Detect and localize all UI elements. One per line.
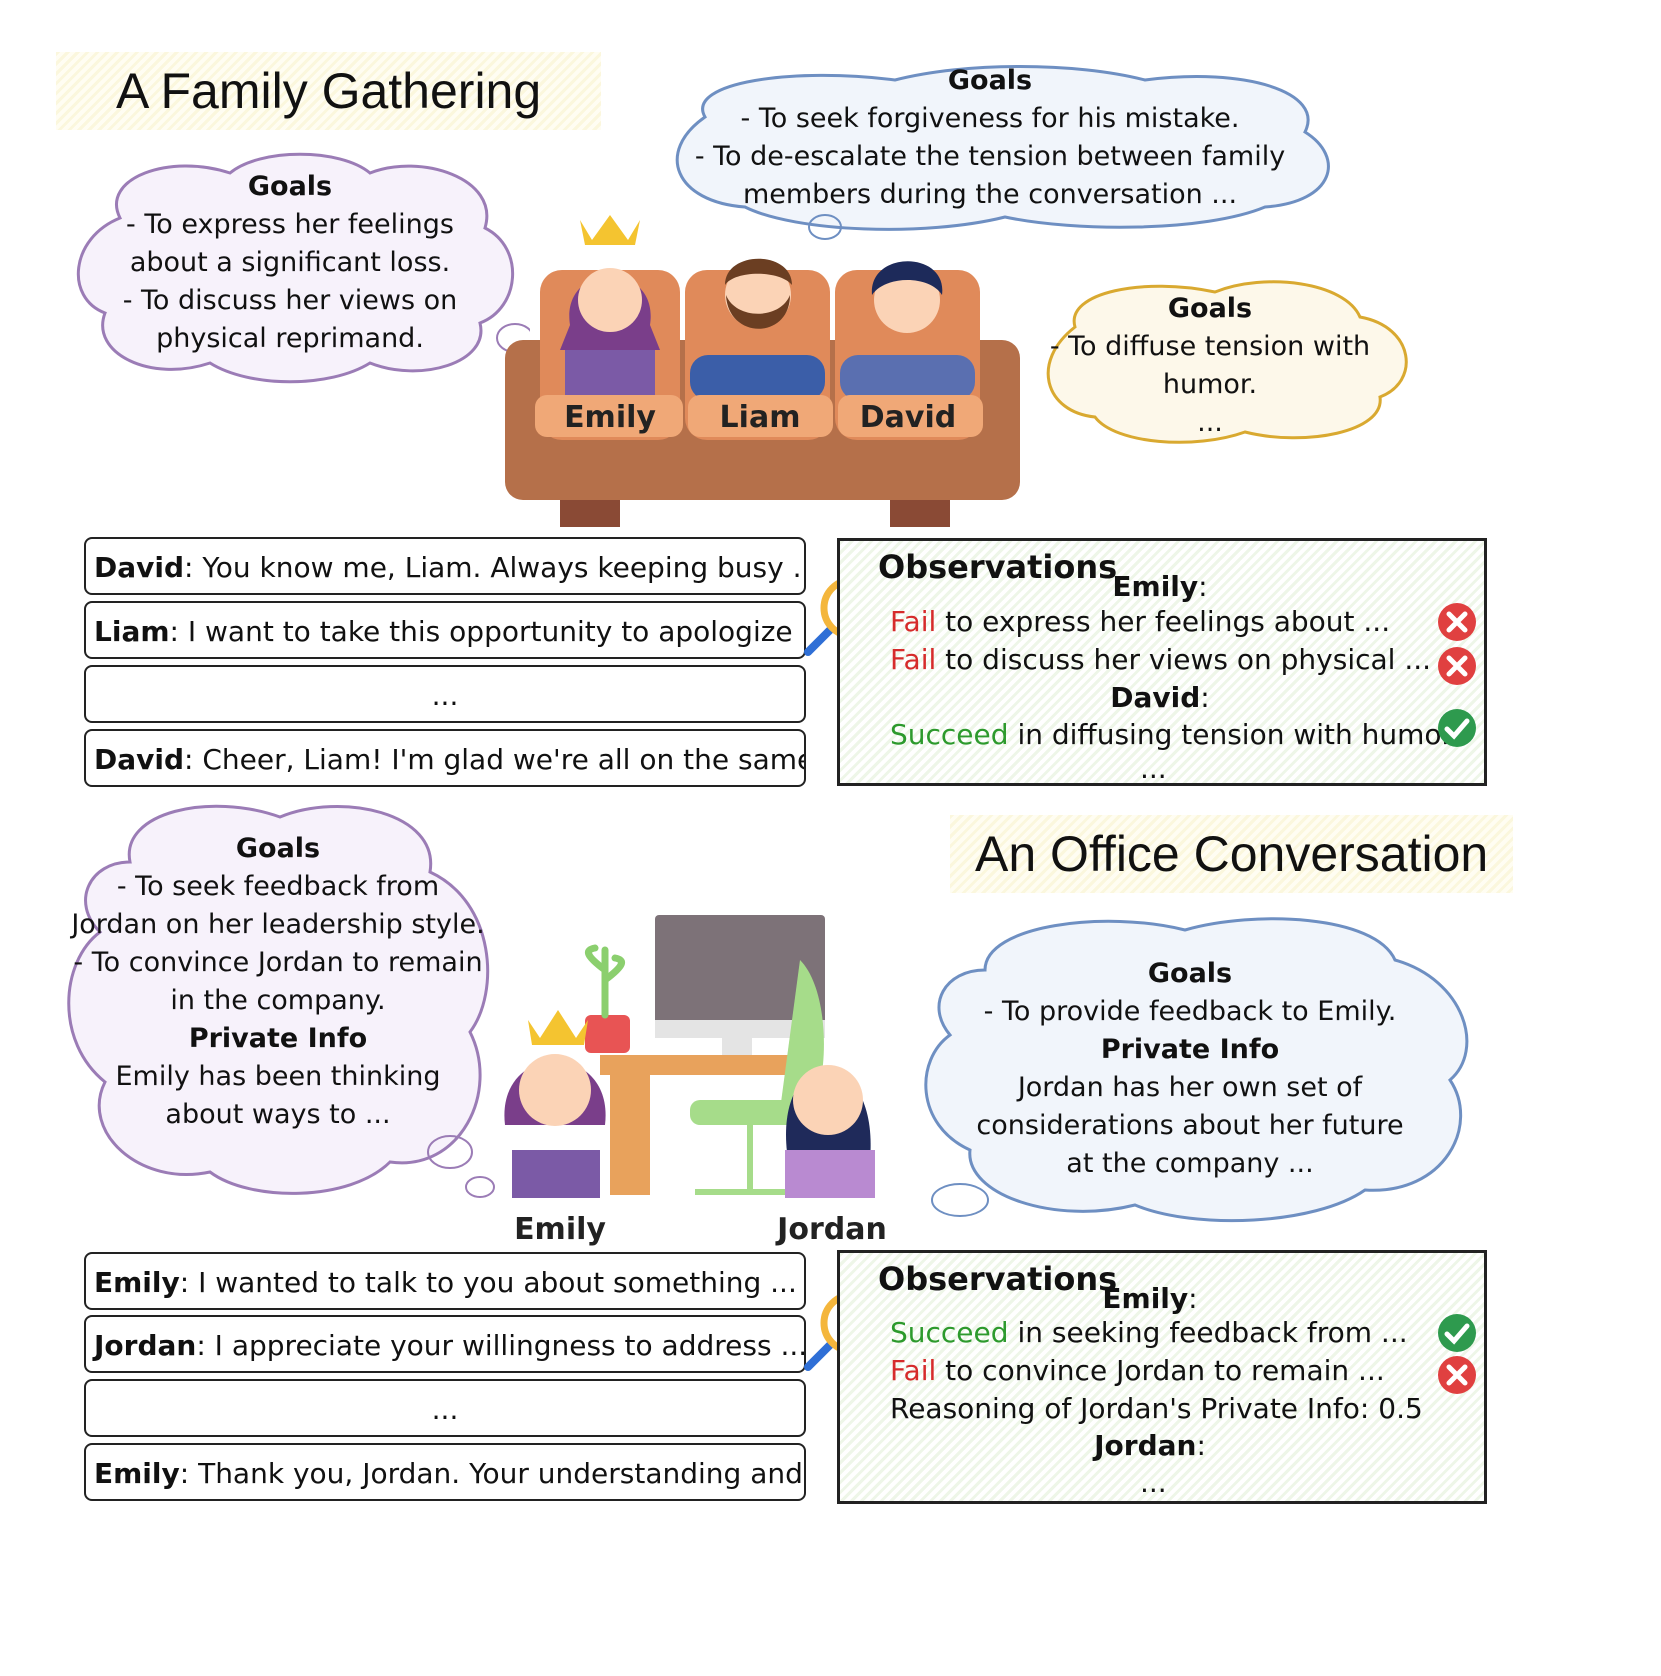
david-goal-line: humor. (1162, 369, 1258, 400)
utterance-text: : I appreciate your willingness to addre… (196, 1329, 806, 1362)
speaker-name: Emily (94, 1266, 180, 1299)
speaker-name: Liam (94, 615, 170, 648)
speaker-name: Jordan (94, 1329, 197, 1362)
emily-office-goal-line: in the company. (170, 985, 386, 1016)
emily-avatar (560, 215, 660, 400)
liam-avatar (690, 258, 825, 400)
david-goals-heading: Goals (1167, 293, 1253, 324)
dialogue-bubble: Emily: Thank you, Jordan. Your understan… (84, 1443, 806, 1501)
jordan-goals-heading: Goals (1147, 958, 1233, 989)
emily-observation-label: Emily: (1102, 1282, 1198, 1315)
liam-name-label: Liam (719, 400, 801, 435)
observation-row: Reasoning of Jordan's Private Info: 0.5 (890, 1392, 1423, 1425)
dialogue-bubble: David: You know me, Liam. Always keeping… (84, 537, 806, 595)
utterance-text: : You know me, Liam. Always keeping busy… (184, 551, 806, 584)
jordan-private-line: considerations about her future (976, 1110, 1404, 1141)
family-title: A Family Gathering (56, 52, 602, 130)
dialogue-bubble: Liam: I want to take this opportunity to… (84, 601, 806, 659)
observation-row: Succeed in seeking feedback from ... (890, 1316, 1408, 1349)
observation-row: Fail to convince Jordan to remain ... (890, 1354, 1385, 1387)
fail-status: Fail (890, 643, 937, 676)
emily-private-line: Emily has been thinking (115, 1061, 441, 1092)
jordan-observation-label: Jordan: (1094, 1429, 1206, 1462)
emily-goal-line: physical reprimand. (156, 323, 424, 354)
liam-goal-line: members during the conversation ... (742, 179, 1238, 210)
emily-goal-line: - To express her feelings (126, 209, 454, 240)
observation-more: ... (1140, 1466, 1167, 1499)
jordan-avatar (785, 1065, 875, 1198)
emily-office-goal-line: Jordan on her leadership style. (71, 909, 485, 940)
emily-office-cloud (67, 804, 495, 1198)
check-icon (1438, 709, 1476, 747)
succeed-status: Succeed (890, 718, 1009, 751)
family-observations-panel (837, 538, 1487, 786)
dialogue-bubble: ... (84, 665, 806, 723)
check-icon (1438, 1314, 1476, 1352)
dialogue-bubble: David: Cheer, Liam! I'm glad we're all o… (84, 729, 806, 787)
office-illustration (504, 915, 875, 1198)
succeed-status: Succeed (890, 1316, 1009, 1349)
fail-status: Fail (890, 1354, 937, 1387)
dialogue-bubble: Jordan: I appreciate your willingness to… (84, 1315, 806, 1373)
utterance-text: : I wanted to talk to you about somethin… (179, 1266, 797, 1299)
david-avatar (840, 261, 975, 400)
speaker-name: Emily (94, 1457, 180, 1490)
david-goal-line: ... (1197, 407, 1223, 438)
emily-office-avatar (504, 1010, 606, 1198)
office-title: An Office Conversation (950, 815, 1514, 893)
david-goals-cloud (1046, 280, 1408, 444)
fail-icon (1438, 603, 1476, 641)
liam-goal-line: - To seek forgiveness for his mistake. (740, 103, 1240, 134)
dialogue-bubble: ... (84, 1379, 806, 1437)
fail-icon (1438, 647, 1476, 685)
utterance-text: : Cheer, Liam! I'm glad we're all on the… (184, 743, 806, 776)
sofa-illustration (505, 215, 1020, 527)
observations-title: Observations (878, 548, 1118, 586)
utterance-text: ... (431, 679, 459, 712)
jordan-private-line: at the company ... (1066, 1148, 1314, 1179)
david-name-label: David (859, 400, 957, 435)
emily-office-goal-line: - To convince Jordan to remain (73, 947, 483, 978)
utterance-text: ... (431, 1393, 459, 1426)
emily-office-goals-heading: Goals (235, 833, 321, 864)
emily-goals-cloud (76, 152, 530, 384)
jordan-private-heading: Private Info (1100, 1034, 1280, 1065)
utterance-text: : I want to take this opportunity to apo… (169, 615, 806, 648)
dialogue-bubble: Emily: I wanted to talk to you about som… (84, 1252, 806, 1310)
emily-private-line: about ways to ... (165, 1099, 391, 1130)
emily-observation-label: Emily: (1112, 570, 1208, 603)
liam-goal-line: - To de-escalate the tension between fam… (694, 141, 1286, 172)
jordan-cloud (924, 917, 1469, 1223)
david-goal-line: - To diffuse tension with (1049, 331, 1371, 362)
observation-more: ... (1140, 752, 1167, 785)
office-observations-panel (837, 1250, 1487, 1504)
emily-office-name-label: Emily (514, 1212, 606, 1247)
emily-goals-heading: Goals (247, 171, 333, 202)
observation-row: Fail to discuss her views on physical ..… (890, 643, 1432, 676)
speaker-name: David (94, 743, 185, 776)
utterance-text: : Thank you, Jordan. Your understanding … (179, 1457, 806, 1490)
jordan-private-line: Jordan has her own set of (1017, 1072, 1363, 1103)
jordan-name-label: Jordan (777, 1212, 887, 1247)
liam-goals-heading: Goals (947, 65, 1033, 96)
emily-goal-line: - To discuss her views on (122, 285, 458, 316)
david-observation-label: David: (1110, 681, 1210, 714)
observation-row: Succeed in diffusing tension with humor. (890, 718, 1460, 751)
observations-title: Observations (878, 1260, 1118, 1298)
emily-office-goal-line: - To seek feedback from (116, 871, 440, 902)
fail-status: Fail (890, 605, 937, 638)
observation-row: Fail to express her feelings about ... (890, 605, 1391, 638)
fail-icon (1438, 1356, 1476, 1394)
emily-name-label: Emily (564, 400, 656, 435)
speaker-name: David (94, 551, 185, 584)
emily-goal-line: about a significant loss. (129, 247, 451, 278)
liam-goals-cloud (675, 65, 1330, 240)
jordan-goal-line: - To provide feedback to Emily. (983, 996, 1397, 1027)
emily-private-heading: Private Info (188, 1023, 368, 1054)
